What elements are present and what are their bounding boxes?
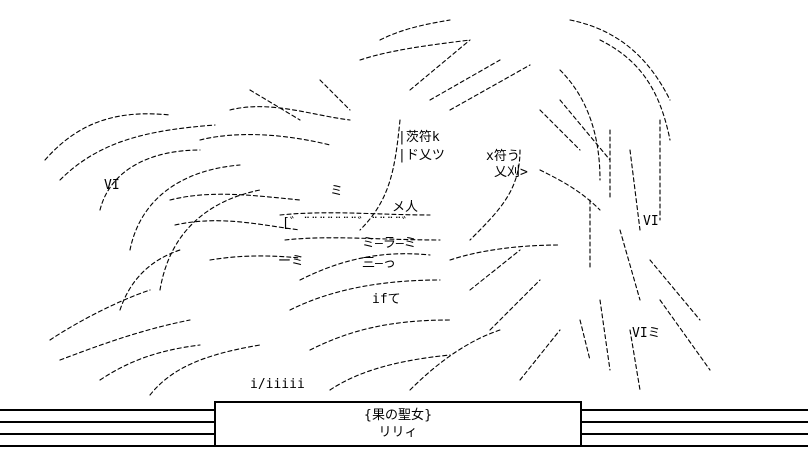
body-line <box>289 279 441 311</box>
art-glyph: ifて <box>372 292 401 307</box>
hair-strand <box>599 39 671 141</box>
hair-strand <box>569 19 671 101</box>
art-glyph: メ人 <box>392 200 419 215</box>
art-glyph: i/iiiii <box>250 377 305 392</box>
face-line <box>279 212 431 216</box>
hair-strand <box>429 59 501 101</box>
hair-strand <box>659 299 711 371</box>
hair-strand <box>249 89 301 121</box>
caption-box: {果の聖女} リリィ <box>214 401 582 447</box>
hair-strand <box>119 249 181 311</box>
art-glyph: ーミ <box>278 254 305 269</box>
hair-strand <box>129 164 241 251</box>
art-glyph: |ド乂ツ <box>398 148 445 163</box>
hair-strand <box>99 344 201 381</box>
hair-strand <box>379 19 451 41</box>
art-glyph: VIミ <box>632 326 661 341</box>
hair-strand <box>559 99 611 161</box>
hair-strand <box>49 289 151 341</box>
body-line <box>519 329 561 381</box>
art-glyph: VI <box>104 178 120 193</box>
hair-strand <box>539 169 601 211</box>
art-glyph: 乂刈> <box>494 165 528 180</box>
body-line <box>489 279 541 331</box>
hair-strand <box>629 329 641 391</box>
hair-strand <box>169 193 301 201</box>
body-line <box>299 253 431 281</box>
art-text-layer: |茨符k |ド乂ツ x符う 乂刈> VI VI VIミ ミ ミ―ラ―ミ 三―っ … <box>104 130 661 392</box>
hair-strand <box>44 113 171 161</box>
art-glyph: [゛¨¨¨¨¨¨¨゛¨¨¨¨゛ <box>282 216 415 231</box>
body-line <box>309 319 451 351</box>
hair-strand <box>559 69 601 181</box>
hair-strand <box>209 255 301 261</box>
hair-strand <box>59 319 191 361</box>
body-line <box>449 244 561 261</box>
hair-strand <box>599 299 611 371</box>
hair-strand <box>619 229 641 301</box>
caption-title: {果の聖女} <box>363 408 433 423</box>
art-glyph: ミ―ラ―ミ <box>362 236 417 251</box>
face-line <box>284 237 441 241</box>
art-glyph: x符う <box>486 149 520 164</box>
caption-name: リリィ <box>378 425 418 440</box>
body-line <box>329 354 451 391</box>
hair-strand <box>409 39 471 91</box>
art-glyph: 三―っ <box>362 256 396 271</box>
hair-strand <box>579 319 591 361</box>
hair-strand <box>99 149 201 211</box>
hair-strand <box>174 220 301 231</box>
hair-strand <box>629 149 641 231</box>
hair-strand <box>649 259 701 321</box>
hair-strand <box>229 106 351 121</box>
hair-strand <box>319 79 351 111</box>
hair-strand <box>149 344 261 396</box>
art-glyph: VI <box>643 214 659 229</box>
hair-strand <box>449 64 531 111</box>
art-glyph: ミ <box>330 184 344 199</box>
hair-strand <box>59 124 216 181</box>
hair-strand <box>199 134 331 146</box>
ascii-art-illustration <box>44 19 711 396</box>
body-line <box>409 329 501 391</box>
hair-strand <box>539 109 581 151</box>
art-glyph: |茨符k <box>398 130 440 145</box>
hair-strand <box>359 39 471 61</box>
face-line <box>469 149 521 241</box>
body-line <box>469 249 521 291</box>
face-line <box>359 119 401 231</box>
